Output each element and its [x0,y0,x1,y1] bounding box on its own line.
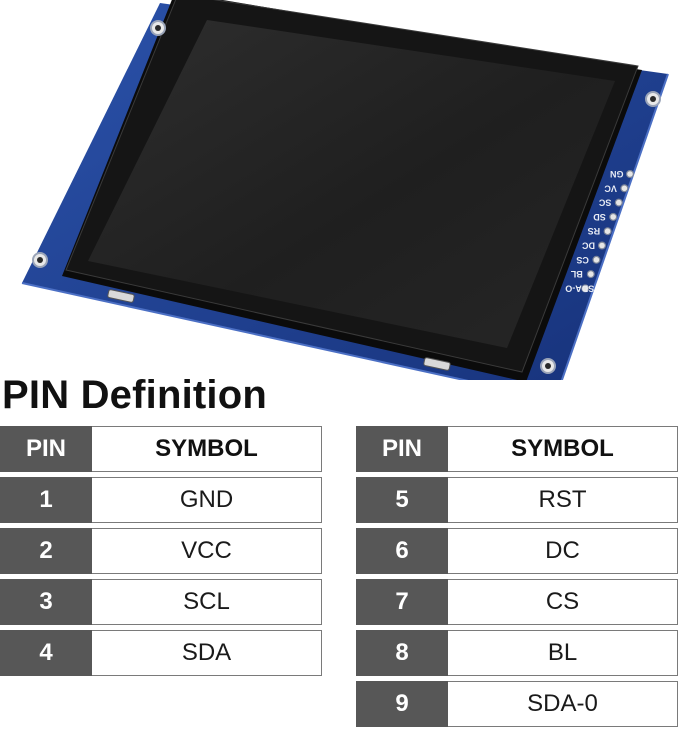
pin-number: 2 [0,528,92,574]
pin-silkscreen-label: RS [588,226,601,236]
pin-silkscreen-label: SC [598,198,611,208]
pin-pad [586,270,595,279]
table-row: 6 DC [356,528,678,574]
pin-number: 6 [356,528,448,574]
pin-symbol: BL [448,630,678,676]
pin-silkscreen-label: SD [593,212,606,222]
pin-number: 1 [0,477,92,523]
smd-component [423,357,451,371]
pin-pad [603,227,612,236]
table-row: 8 BL [356,630,678,676]
section-title: PIN Definition [2,373,268,417]
table-row: 1 GND [0,477,322,523]
pin-silkscreen-label: DC [582,241,595,251]
table-row: 5 RST [356,477,678,523]
pin-pad [614,198,623,207]
table-row: 4 SDA [0,630,322,676]
display-area [88,20,615,348]
table-header-row: PIN SYMBOL [356,426,678,472]
pin-pad [592,255,601,264]
pin-silkscreen-label: VC [604,183,617,193]
header-pin-cell: PIN [356,426,448,472]
pin-number: 8 [356,630,448,676]
pin-silkscreen-label: SDA-O [565,283,594,293]
pin-silkscreen-labels: GN VC SC SD RS DC CS BL SDA-O [565,169,623,293]
mounting-holes [32,20,661,374]
pin-silkscreen-label: BL [570,269,582,279]
pin-pad [581,284,590,293]
pin-pad [625,170,634,179]
smd-component [107,289,135,303]
pin-symbol: CS [448,579,678,625]
header-symbol-cell: SYMBOL [92,426,322,472]
pin-symbol: DC [448,528,678,574]
pin-header [581,170,634,293]
lcd-module-image: GN VC SC SD RS DC CS BL SDA-O [21,0,669,380]
pin-pad [620,184,629,193]
header-symbol-cell: SYMBOL [448,426,678,472]
pin-symbol: SDA [92,630,322,676]
table-row: 3 SCL [0,579,322,625]
pin-silkscreen-label: GN [610,169,624,179]
pin-symbol: SCL [92,579,322,625]
pin-pad [597,241,606,250]
pin-number: 5 [356,477,448,523]
table-row: 7 CS [356,579,678,625]
table-row: 2 VCC [0,528,322,574]
pin-symbol: SDA-0 [448,681,678,727]
table-header-row: PIN SYMBOL [0,426,322,472]
pin-number: 4 [0,630,92,676]
pin-silkscreen-label: CS [576,255,589,265]
pin-number: 9 [356,681,448,727]
pcb-edge [21,73,669,380]
pin-number: 7 [356,579,448,625]
header-pin-cell: PIN [0,426,92,472]
table-row: 9 SDA-0 [356,681,678,727]
pin-symbol: RST [448,477,678,523]
pin-symbol: VCC [92,528,322,574]
pin-number: 3 [0,579,92,625]
pin-table-left: PIN SYMBOL 1 GND 2 VCC 3 SCL 4 SDA [0,426,322,681]
pin-symbol: GND [92,477,322,523]
pin-table-right: PIN SYMBOL 5 RST 6 DC 7 CS 8 BL 9 SDA-0 [356,426,678,732]
pin-pad [609,212,618,221]
